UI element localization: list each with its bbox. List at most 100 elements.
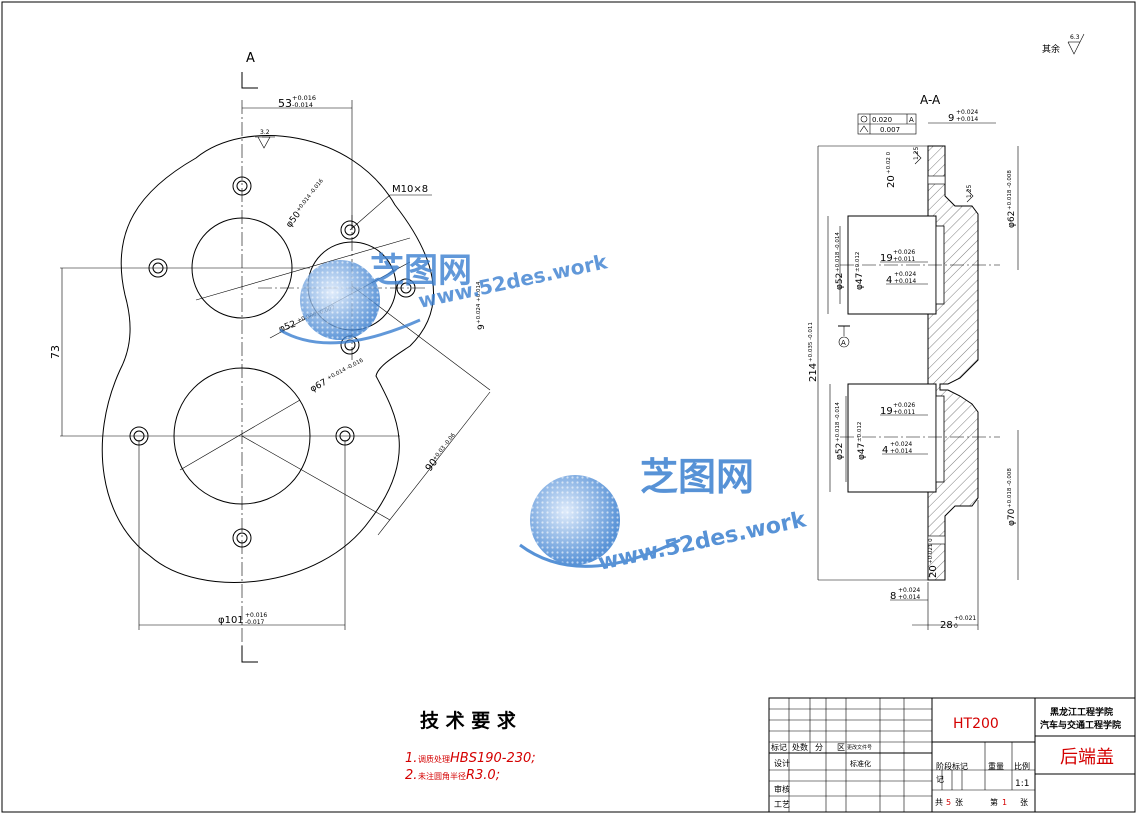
svg-text:1: 1 [1002, 798, 1007, 807]
svg-text:A: A [909, 116, 914, 124]
svg-text:+0.024: +0.024 [898, 587, 920, 594]
svg-text:张: 张 [955, 798, 963, 807]
svg-text:汽车与交通工程学院: 汽车与交通工程学院 [1040, 719, 1121, 731]
dim-53: 53 +0.016 -0.014 [242, 94, 353, 230]
front-centerlines [60, 100, 491, 650]
svg-text:+0.021: +0.021 [954, 615, 976, 622]
svg-text:更改文件号: 更改文件号 [847, 744, 872, 751]
dim-90: 90 +0.03 -0.06 [377, 391, 491, 536]
svg-text:φ47: φ47 [855, 273, 865, 290]
svg-text:其余: 其余 [1042, 43, 1060, 55]
svg-text:φ47: φ47 [857, 443, 867, 460]
gtol-frame: 0.020 A 0.007 [857, 113, 917, 135]
svg-text:标记: 标记 [771, 742, 787, 752]
svg-text:+0.014 -0.016: +0.014 -0.016 [296, 178, 326, 213]
dim-4-lower: 4 +0.024 +0.014 [882, 441, 928, 456]
svg-text:审核: 审核 [774, 784, 790, 794]
svg-text:0.007: 0.007 [880, 126, 900, 134]
svg-text:+0.014 -0.016: +0.014 -0.016 [326, 357, 364, 381]
dim-9-section: 9 +0.024 +0.014 [928, 109, 996, 124]
front-view: A 53 +0.016 -0.014 3.2 M10×8 φ50 +0.01 [49, 51, 491, 663]
watermark-center: 芝图网 www.52des.work [519, 455, 810, 576]
svg-text:+0.018 -0.008: +0.018 -0.008 [1007, 468, 1013, 508]
svg-text:张: 张 [1020, 798, 1028, 807]
svg-text:1.25: 1.25 [913, 146, 920, 160]
svg-text:+0.011: +0.011 [893, 256, 915, 263]
title-block: HT200 黑龙江工程学院 汽车与交通工程学院 后端盖 标记 处数 分 区 更改… [768, 697, 1136, 813]
svg-text:+0.024: +0.024 [894, 271, 916, 278]
svg-text:φ70: φ70 [1007, 508, 1017, 526]
svg-text:+0.018 -0.014: +0.018 -0.014 [835, 402, 841, 442]
svg-text:0.020: 0.020 [872, 116, 892, 124]
svg-text:设计: 设计 [774, 758, 790, 768]
svg-text:20: 20 [886, 175, 897, 188]
svg-text:-0.014: -0.014 [292, 101, 313, 109]
svg-text:+0.024 +0.014: +0.024 +0.014 [476, 281, 482, 324]
roughness-symbol-top: 3.2 [255, 129, 275, 149]
dim-phi67: φ67 +0.014 -0.016 [309, 357, 365, 395]
section-cut-marks: A [241, 51, 258, 663]
roughness-general: 其余 6.3 [1042, 33, 1085, 55]
dim-phi70: φ70 +0.018 -0.008 [1007, 430, 1019, 580]
svg-text:φ52: φ52 [835, 443, 845, 460]
svg-text:HBS190-230;: HBS190-230; [450, 751, 536, 766]
svg-text:19: 19 [880, 406, 893, 417]
svg-text:+0.014: +0.014 [956, 116, 978, 123]
svg-text:±0.012: ±0.012 [855, 252, 861, 272]
svg-text:第: 第 [990, 797, 998, 807]
svg-text:黑龙江工程学院: 黑龙江工程学院 [1050, 706, 1113, 718]
front-view-outline [101, 135, 434, 583]
svg-text:9: 9 [948, 113, 954, 124]
svg-text:重量: 重量 [988, 761, 1004, 771]
svg-text:73: 73 [49, 345, 62, 359]
svg-text:φ101: φ101 [218, 615, 244, 626]
svg-text:共: 共 [935, 798, 943, 807]
svg-text:处数: 处数 [792, 742, 808, 752]
svg-text:2.: 2. [405, 768, 417, 783]
svg-text:+0.024: +0.024 [890, 441, 912, 448]
svg-text:+0.026: +0.026 [893, 249, 915, 256]
tech-requirements-title: 技 术 要 求 [420, 709, 517, 732]
svg-text:+0.014: +0.014 [898, 594, 920, 601]
svg-text:19: 19 [880, 253, 893, 264]
svg-text:+0.016: +0.016 [245, 612, 267, 619]
svg-text:R3.0;: R3.0; [466, 768, 500, 783]
svg-text:比例: 比例 [1014, 761, 1030, 771]
svg-text:53: 53 [278, 97, 292, 110]
thread-callout: M10×8 [349, 184, 432, 231]
dim-9-front: 9 +0.024 +0.014 [476, 281, 487, 330]
dim-phi52-lower: φ52 +0.018 -0.014 [829, 384, 845, 492]
svg-text:+0.016: +0.016 [292, 94, 316, 102]
svg-text:4: 4 [882, 445, 888, 456]
svg-text:记: 记 [936, 775, 944, 784]
dim-214: 214 +0.035 -0.011 [808, 145, 928, 581]
svg-text:www.52des.work: www.52des.work [596, 507, 809, 576]
roughness-section-left: 1.25 [913, 146, 922, 165]
svg-text:1.: 1. [405, 751, 417, 766]
svg-text:标准化: 标准化 [850, 759, 871, 768]
svg-text:20: 20 [928, 565, 939, 578]
svg-text:214: 214 [808, 363, 819, 382]
datum-A: A [838, 325, 850, 348]
svg-text:分: 分 [815, 743, 823, 752]
dim-phi47-upper: φ47 ±0.012 [839, 226, 865, 304]
svg-text:区: 区 [837, 743, 845, 752]
svg-text:0: 0 [954, 623, 958, 630]
bolt-hole [340, 220, 360, 240]
section-hatched-body [927, 145, 979, 581]
svg-text:9: 9 [477, 324, 487, 330]
svg-text:A: A [841, 339, 846, 347]
dim-4-upper: 4 +0.024 +0.014 [886, 271, 928, 286]
section-mark-top: A [246, 51, 255, 66]
dim-phi47-lower: φ47 ±0.012 [845, 396, 867, 482]
part-name: 后端盖 [1060, 747, 1114, 768]
dim-20-bottom: 20 +0.021 0 [928, 538, 939, 578]
tech-requirements: 技 术 要 求 1. 调质处理 HBS190-230; 2. 未注圆角半径 R3… [405, 709, 536, 783]
svg-text:-0.017: -0.017 [245, 619, 265, 626]
dim-73: 73 [49, 268, 63, 436]
svg-text:φ67: φ67 [309, 378, 329, 395]
bolt-holes [129, 176, 416, 548]
svg-text:+0.026: +0.026 [893, 402, 915, 409]
